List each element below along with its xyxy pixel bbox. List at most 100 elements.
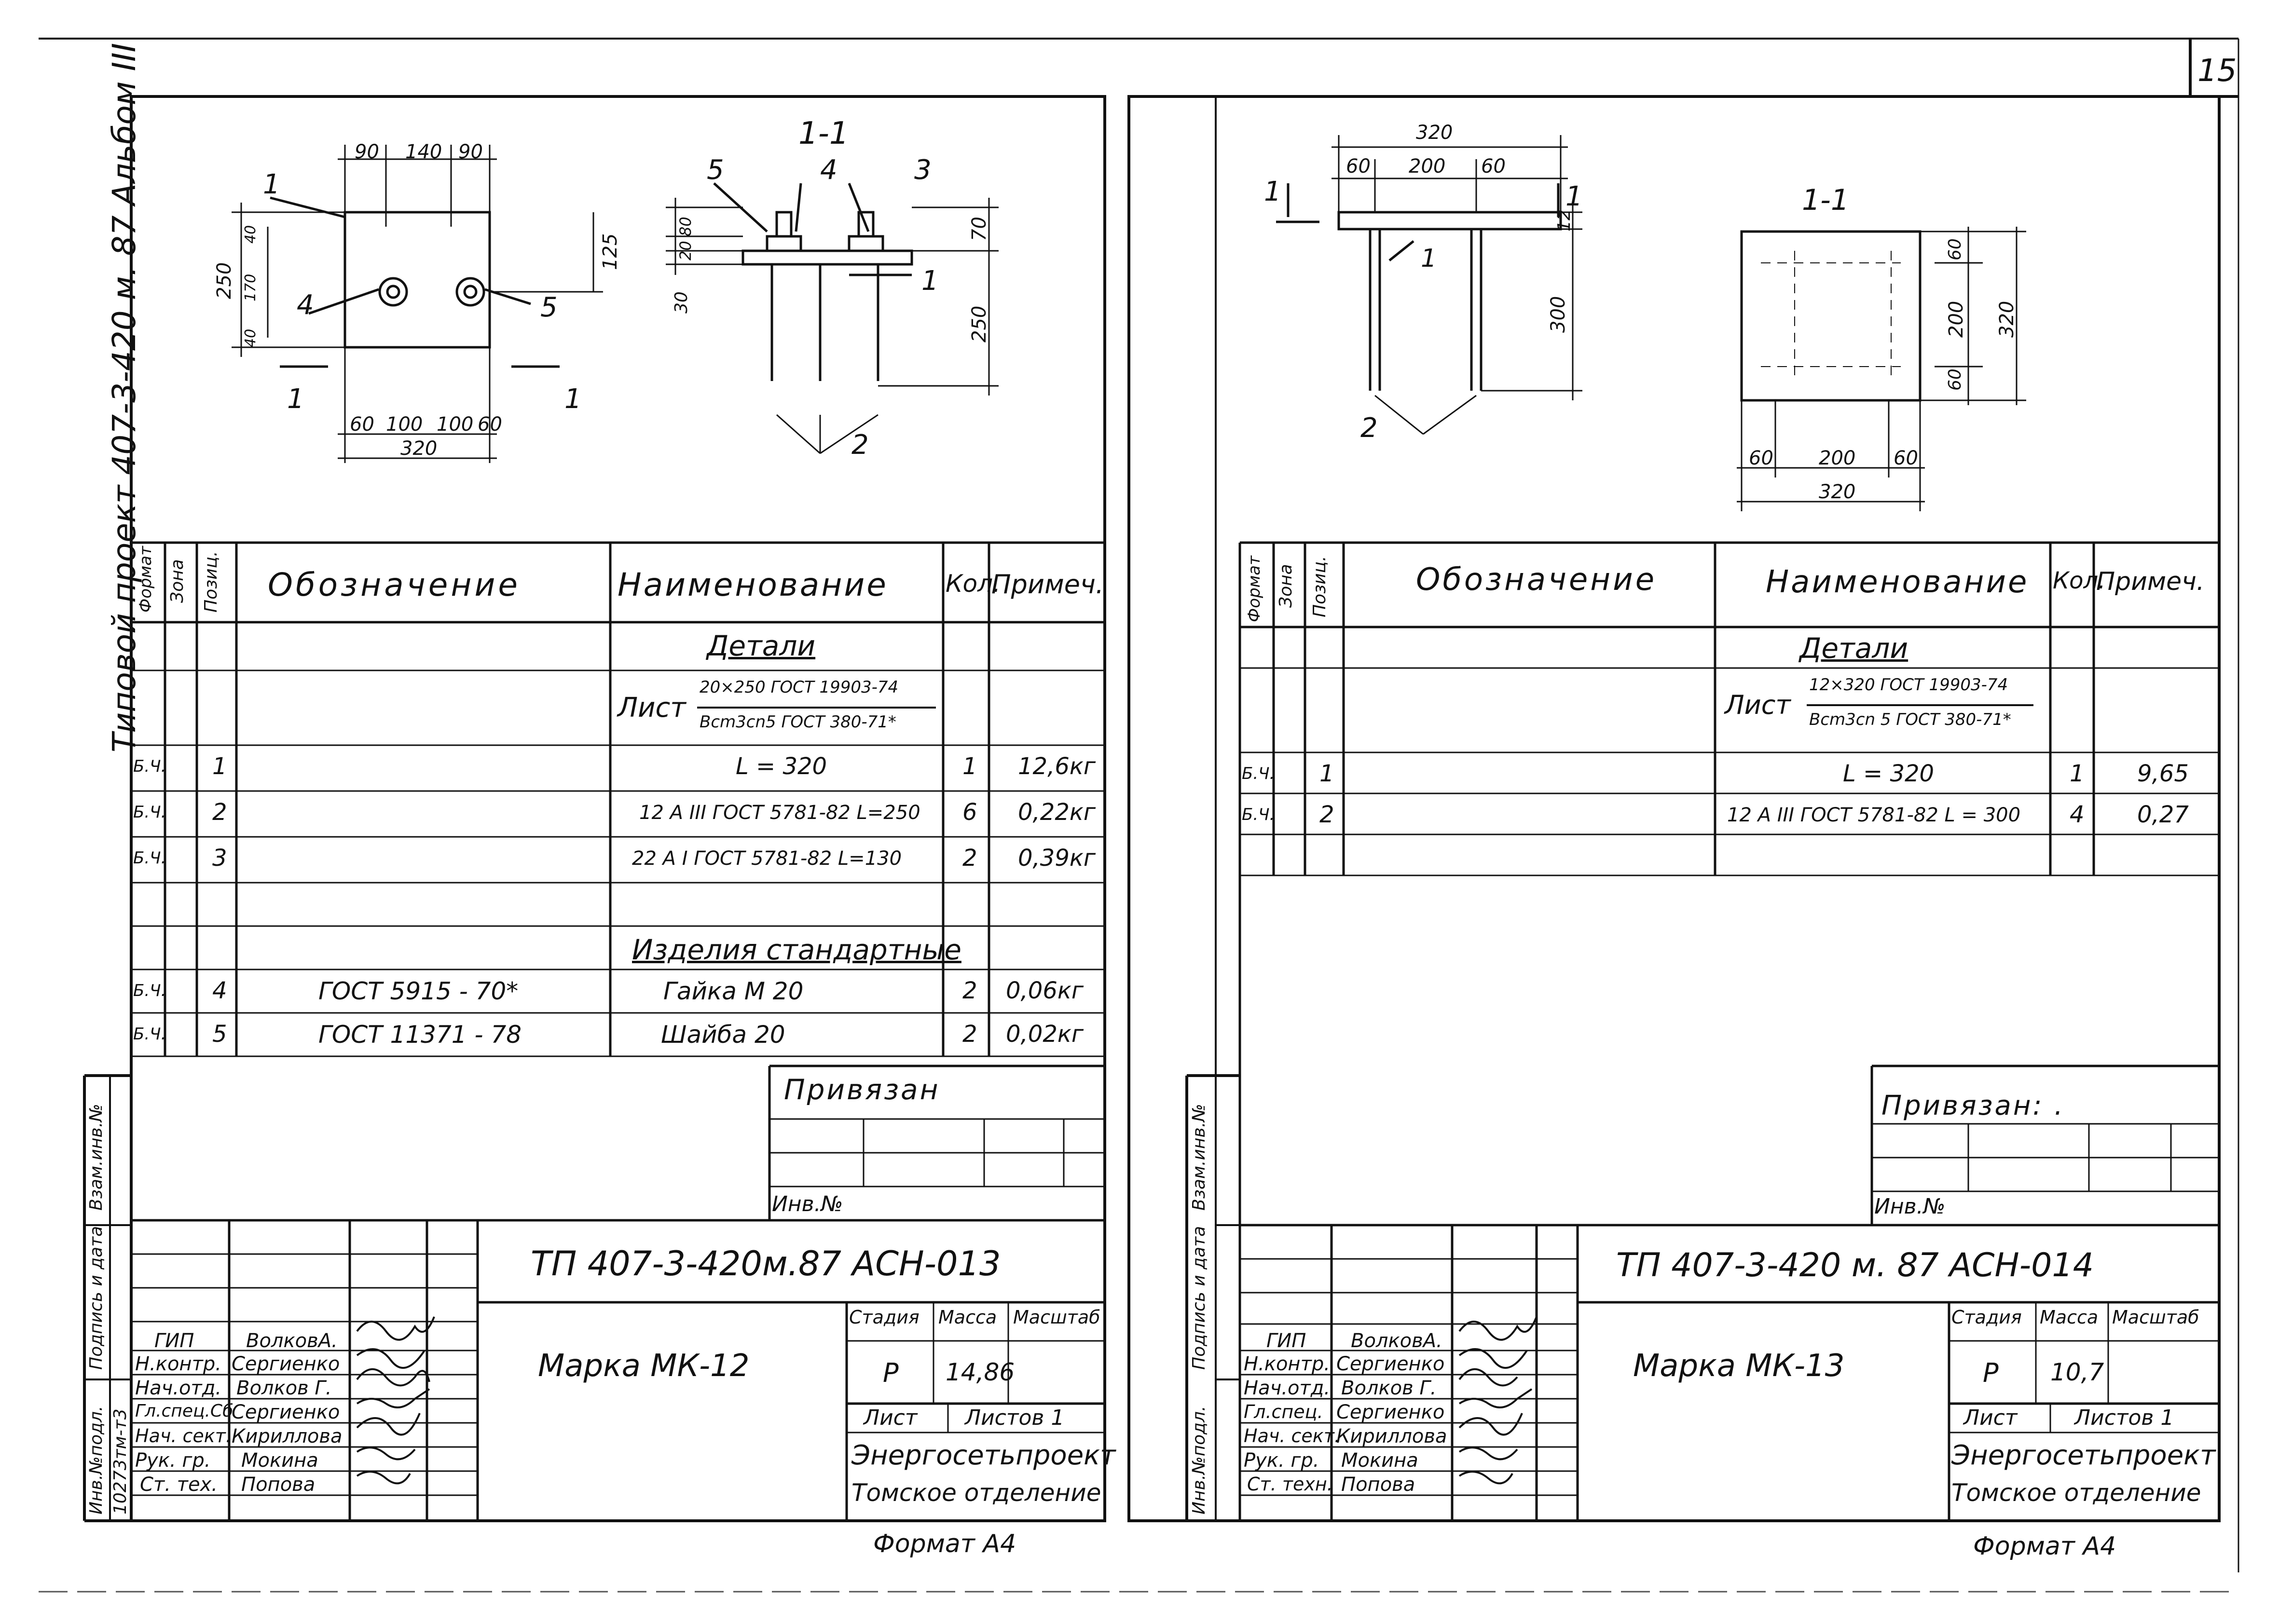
r-elev-dim-top: 320 bbox=[1416, 122, 1453, 144]
l-mass-hdr: Масса bbox=[938, 1307, 997, 1328]
l-row2-qty: 6 bbox=[962, 799, 977, 826]
r-material-bottom: Bcm3cn 5 ГОСТ 380-71* bbox=[1809, 710, 2011, 729]
l-sec-dim-2: 20 bbox=[676, 241, 695, 260]
r-plan-dim-r3: 60 bbox=[1945, 368, 1965, 391]
l-hdr-format: Формат bbox=[136, 546, 155, 613]
l-side-stamp-3: Инв.№подл. bbox=[86, 1406, 106, 1515]
r-sheet-hdr: Лист bbox=[1963, 1406, 2018, 1430]
l-section-mark-left: 1 bbox=[287, 383, 304, 415]
r-staff-name-4: Сергиенко bbox=[1336, 1401, 1445, 1423]
l-row1-note: 12,6кг bbox=[1018, 753, 1096, 780]
r-row2-name: 12 A III ГОСТ 5781-82 L = 300 bbox=[1727, 804, 2021, 826]
l-row2-pos: 2 bbox=[212, 799, 227, 826]
l-sec-label-2: 2 bbox=[851, 429, 869, 461]
l-stage: Р bbox=[883, 1358, 899, 1388]
l-plan-label-4: 4 bbox=[297, 289, 314, 321]
l-std2-qty: 2 bbox=[962, 1021, 977, 1048]
r-stage: Р bbox=[1983, 1358, 1999, 1388]
l-staff-role-4: Гл.спец.Сб bbox=[135, 1401, 233, 1421]
r-staff-name-5: Кириллова bbox=[1336, 1425, 1447, 1447]
l-dim-bot-1: 60 bbox=[350, 413, 374, 436]
l-sheets-hdr: Листов 1 bbox=[965, 1406, 1065, 1430]
l-staff-name-5: Кириллова bbox=[232, 1425, 343, 1447]
l-row1-name: L = 320 bbox=[736, 753, 827, 780]
r-elev-dim-r: 300 bbox=[1547, 296, 1569, 333]
l-side-stamp-4: 10273тм-т3 bbox=[110, 1408, 130, 1515]
r-staff-role-2: Н.контр. bbox=[1244, 1353, 1330, 1375]
r-title: Марка МК-13 bbox=[1633, 1348, 1845, 1384]
r-doc-code: ТП 407-3-420 м. 87 АСН-014 bbox=[1616, 1246, 2094, 1284]
l-std1-note: 0,06кг bbox=[1006, 977, 1084, 1004]
r-row1-qty: 1 bbox=[2070, 760, 2085, 787]
l-dim-left-2: 170 bbox=[242, 273, 259, 301]
l-dim-bot-2: 100 bbox=[386, 413, 423, 436]
l-std2-name: Шайба 20 bbox=[661, 1021, 785, 1049]
l-dim-left-1: 40 bbox=[242, 225, 259, 244]
l-sec-dim-1: 30 bbox=[672, 291, 691, 314]
r-elev-dim-2: 200 bbox=[1409, 155, 1446, 177]
r-plan-dim-b3: 60 bbox=[1894, 447, 1918, 469]
r-staff-name-6: Мокина bbox=[1341, 1449, 1418, 1472]
l-row3-pos: 3 bbox=[212, 845, 227, 872]
r-section-details: Детали bbox=[1799, 632, 1908, 665]
l-std1-name: Гайка М 20 bbox=[663, 977, 804, 1005]
l-staff-role-5: Нач. сект. bbox=[135, 1425, 232, 1447]
l-hdr-pos: Позиц. bbox=[201, 551, 221, 613]
r-org2: Томское отделение bbox=[1951, 1479, 2201, 1507]
r-elev-dim-3: 60 bbox=[1481, 155, 1506, 177]
r-row1-name: L = 320 bbox=[1843, 760, 1935, 787]
l-staff-role-2: Н.контр. bbox=[135, 1353, 221, 1375]
r-sheets-hdr: Листов 1 bbox=[2074, 1406, 2174, 1430]
r-staff-role-7: Ст. техн. bbox=[1247, 1474, 1333, 1495]
l-sheet-hdr: Лист bbox=[864, 1406, 918, 1430]
page-number: 15 bbox=[2197, 53, 2237, 89]
l-row2-note: 0,22кг bbox=[1018, 799, 1096, 826]
l-staff-role-6: Рук. гр. bbox=[135, 1449, 211, 1472]
r-staff-role-3: Нач.отд. bbox=[1244, 1377, 1331, 1399]
l-material-prefix: Лист bbox=[618, 692, 686, 723]
l-staff-name-4: Сергиенко bbox=[232, 1401, 340, 1423]
l-mass: 14,86 bbox=[946, 1358, 1015, 1386]
r-hdr-pos: Позиц. bbox=[1310, 556, 1330, 617]
r-hdr-name: Наименование bbox=[1766, 564, 2029, 600]
r-format-label: Формат А4 bbox=[1973, 1532, 2116, 1561]
side-title: Типовой проект 407-3-420 м. 87 Альбом II… bbox=[106, 43, 143, 752]
r-scale-hdr: Масштаб bbox=[2112, 1307, 2199, 1328]
l-org1: Энергосетьпроект bbox=[851, 1440, 1116, 1471]
r-plan-dim-r1: 60 bbox=[1945, 238, 1965, 260]
r-row2-qty: 4 bbox=[2070, 801, 2085, 828]
r-staff-role-4: Гл.спец. bbox=[1244, 1401, 1323, 1422]
r-staff-role-5: Нач. сект. bbox=[1244, 1425, 1340, 1447]
l-staff-name-1: ВолковА. bbox=[246, 1330, 338, 1352]
r-row2-format: Б.Ч. bbox=[1242, 805, 1275, 824]
l-std1-designation: ГОСТ 5915 - 70* bbox=[318, 977, 519, 1005]
l-sec-label-1: 1 bbox=[921, 265, 939, 297]
l-sec-dim-r: 250 bbox=[968, 305, 990, 342]
l-std2-note: 0,02кг bbox=[1006, 1021, 1084, 1048]
l-stage-hdr: Стадия bbox=[849, 1307, 920, 1328]
l-hdr-note: Примеч. bbox=[991, 569, 1104, 600]
r-side-stamp-3: Инв.№подл. bbox=[1189, 1406, 1209, 1515]
l-privyazan: Привязан bbox=[784, 1073, 940, 1106]
r-material-fraction-line bbox=[1807, 704, 2033, 706]
l-hdr-zone: Зона bbox=[167, 559, 187, 603]
r-staff-role-1: ГИП bbox=[1266, 1330, 1306, 1352]
l-sec-label-4: 4 bbox=[820, 154, 837, 186]
l-section-title: 1-1 bbox=[798, 116, 849, 151]
l-std1-format: Б.Ч. bbox=[133, 981, 166, 1000]
l-material-top: 20×250 ГОСТ 19903-74 bbox=[700, 678, 899, 697]
r-inv-no: Инв.№ bbox=[1874, 1194, 1946, 1219]
l-row1-format: Б.Ч. bbox=[133, 757, 166, 776]
r-hdr-note: Примеч. bbox=[2096, 567, 2205, 596]
l-staff-name-7: Попова bbox=[241, 1474, 316, 1496]
r-plan-dim-rtotal: 320 bbox=[1996, 300, 2018, 338]
r-side-stamp-1: Взам.инв.№ bbox=[1189, 1104, 1209, 1211]
l-row3-name: 22 A I ГОСТ 5781-82 L=130 bbox=[632, 847, 902, 870]
l-material-bottom: Bcm3cn5 ГОСТ 380-71* bbox=[700, 712, 896, 732]
l-row3-note: 0,39кг bbox=[1018, 845, 1096, 872]
l-row1-qty: 1 bbox=[962, 753, 977, 780]
r-row1-note: 9,65 bbox=[2137, 760, 2189, 787]
r-section-title: 1-1 bbox=[1802, 183, 1849, 217]
l-dim-bot-4: 60 bbox=[478, 413, 502, 436]
l-staff-name-3: Волков Г. bbox=[236, 1377, 332, 1399]
